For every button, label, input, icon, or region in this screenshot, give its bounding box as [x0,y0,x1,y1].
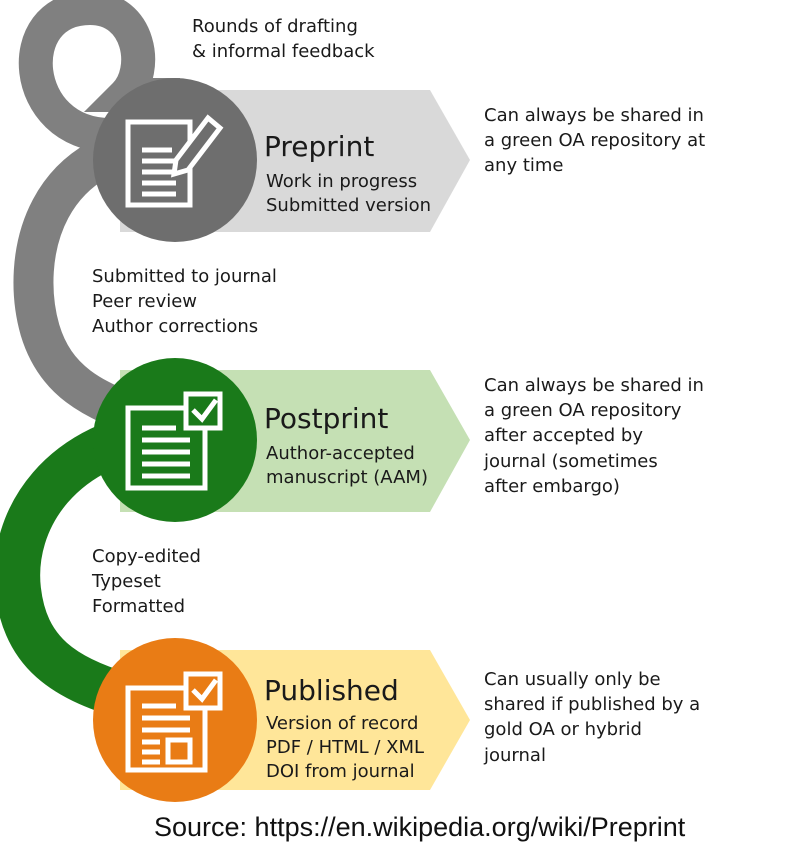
preprint-sharing: Can always be shared in a green OA repos… [484,105,706,177]
drafting-loop [18,0,197,152]
published-sharing: Can usually only be shared if published … [484,669,701,766]
preprint-title: Preprint [264,130,375,163]
checked-document-icon [125,391,223,491]
postprint-title: Postprint [264,402,389,435]
editing-note: Copy-edited Typeset Formatted [92,546,201,618]
postprint-details: Author-accepted manuscript (AAM) [266,443,428,488]
postprint-sharing: Can always be shared in a green OA repos… [484,375,704,497]
editing-loop [0,407,178,723]
preprint-details: Work in progress Submitted version [266,171,432,216]
review-note: Submitted to journal Peer review Author … [92,266,277,338]
source-caption: Source: https://en.wikipedia.org/wiki/Pr… [154,812,686,842]
formatted-document-icon [125,671,223,773]
published-title: Published [264,674,399,707]
pencil-document-icon [125,114,224,208]
drafting-note: Rounds of drafting & informal feedback [192,16,375,63]
published-details: Version of record PDF / HTML / XML DOI f… [266,713,425,782]
